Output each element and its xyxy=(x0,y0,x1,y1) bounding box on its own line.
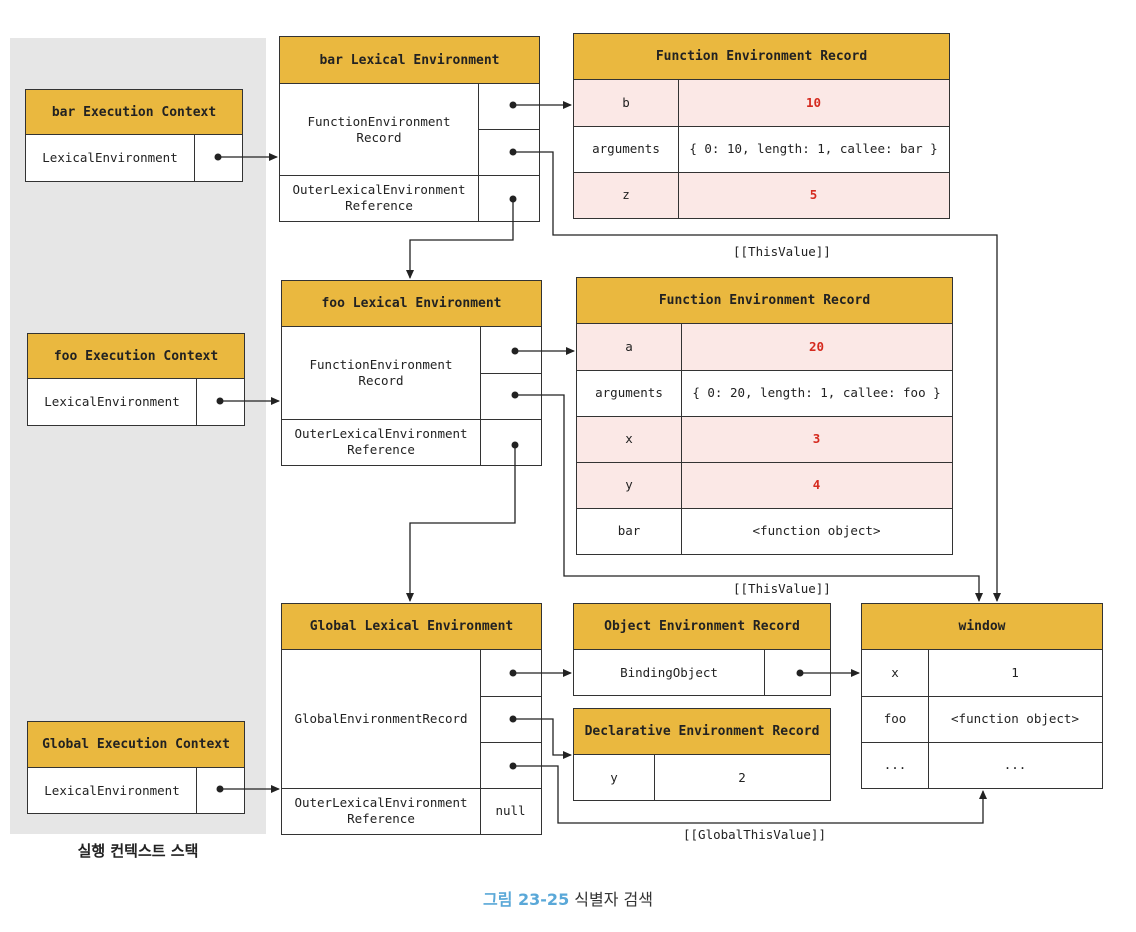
bar-this-arrow xyxy=(513,151,1001,602)
foo-lexical-environment-title: foo Lexical Environment xyxy=(282,281,541,327)
global-execution-context-title: Global Execution Context xyxy=(28,722,244,768)
foo-record-value-a: 20 xyxy=(681,324,952,370)
foo-outer-arrow xyxy=(406,445,516,602)
window-value-more: ... xyxy=(1003,757,1027,772)
figure-number: 그림 23-25 xyxy=(483,890,570,909)
bar-execution-context: bar Execution Context LexicalEnvironment xyxy=(25,89,243,182)
declarative-record-value: 2 xyxy=(738,769,746,785)
foo-record-key-a: a xyxy=(577,324,681,370)
object-environment-record: Object Environment Record BindingObject xyxy=(573,603,831,696)
window-title: window xyxy=(862,604,1102,650)
global-this-arrow xyxy=(513,765,987,824)
foo-execution-context-field: LexicalEnvironment xyxy=(44,394,180,409)
bar-record-key-b: b xyxy=(574,80,678,126)
declarative-record-arrow xyxy=(513,718,572,759)
object-record-field: BindingObject xyxy=(620,664,718,680)
foo-record-value-arguments: { 0: 20, length: 1, callee: foo } xyxy=(692,385,941,400)
foo-function-environment-record: Function Environment Record a 20 argumen… xyxy=(576,277,953,555)
foo-record-value-x: 3 xyxy=(681,416,952,462)
global-env-outer-value: null xyxy=(495,803,526,818)
foo-record-value-y: 4 xyxy=(681,462,952,508)
global-execution-context-field: LexicalEnvironment xyxy=(44,782,180,798)
this-value-label-foo: [[ThisValue]] xyxy=(733,581,831,596)
foo-execution-context: foo Execution Context LexicalEnvironment xyxy=(27,333,245,426)
global-lexical-environment-title: Global Lexical Environment xyxy=(282,604,541,650)
bar-env-outer-label: OuterLexicalEnvironment Reference xyxy=(292,182,466,213)
bar-outer-arrow xyxy=(406,199,514,279)
bar-lexical-environment-title: bar Lexical Environment xyxy=(280,37,539,84)
declarative-record-key: y xyxy=(610,769,618,785)
global-env-outer-label: OuterLexicalEnvironment Reference xyxy=(294,795,468,826)
bar-lexical-environment: bar Lexical Environment FunctionEnvironm… xyxy=(279,36,540,222)
bar-record-key-arguments: arguments xyxy=(592,141,660,156)
stack-label: 실행 컨텍스트 스택 xyxy=(77,842,199,860)
global-execution-context: Global Execution Context LexicalEnvironm… xyxy=(27,721,245,814)
global-lexical-environment: Global Lexical Environment GlobalEnviron… xyxy=(281,603,542,835)
window-value-foo: <function object> xyxy=(951,711,1079,726)
declarative-environment-record: Declarative Environment Record y 2 xyxy=(573,708,831,801)
bar-execution-context-field: LexicalEnvironment xyxy=(42,150,178,165)
foo-env-record-label: FunctionEnvironment Record xyxy=(309,357,453,388)
foo-record-key-y: y xyxy=(577,462,681,508)
bar-record-value-arguments: { 0: 10, length: 1, callee: bar } xyxy=(689,141,938,156)
foo-record-value-bar: <function object> xyxy=(752,523,881,538)
bar-record-title: Function Environment Record xyxy=(574,34,949,80)
window-key-foo: foo xyxy=(883,711,907,726)
this-value-label-bar: [[ThisValue]] xyxy=(733,244,831,259)
foo-execution-context-title: foo Execution Context xyxy=(28,334,244,379)
foo-record-key-arguments: arguments xyxy=(595,385,663,400)
bar-function-environment-record: Function Environment Record b 10 argumen… xyxy=(573,33,950,219)
declarative-record-title: Declarative Environment Record xyxy=(574,709,830,755)
bar-record-key-z: z xyxy=(574,172,678,218)
foo-lexical-environment: foo Lexical Environment FunctionEnvironm… xyxy=(281,280,542,466)
foo-record-title: Function Environment Record xyxy=(577,278,952,324)
foo-this-arrow xyxy=(515,394,983,602)
global-env-record-label: GlobalEnvironmentRecord xyxy=(294,711,468,726)
bar-env-record-label: FunctionEnvironment Record xyxy=(307,113,451,145)
figure-caption-text: 식별자 검색 xyxy=(574,890,653,909)
foo-env-outer-label: OuterLexicalEnvironment Reference xyxy=(294,426,468,457)
global-this-value-label: [[GlobalThisValue]] xyxy=(683,827,826,842)
window-key-x: x xyxy=(891,665,899,680)
foo-record-key-x: x xyxy=(577,416,681,462)
bar-record-value-z: 5 xyxy=(678,172,949,218)
window-key-more: ... xyxy=(883,757,907,772)
bar-execution-context-title: bar Execution Context xyxy=(26,90,242,135)
foo-record-key-bar: bar xyxy=(617,523,641,538)
object-record-title: Object Environment Record xyxy=(574,604,830,650)
window-value-x: 1 xyxy=(1011,665,1019,680)
figure-caption: 그림 23-25 식별자 검색 xyxy=(0,886,1136,910)
window-object: window x 1 foo <function object> ... ... xyxy=(861,603,1103,789)
bar-record-value-b: 10 xyxy=(678,80,949,126)
